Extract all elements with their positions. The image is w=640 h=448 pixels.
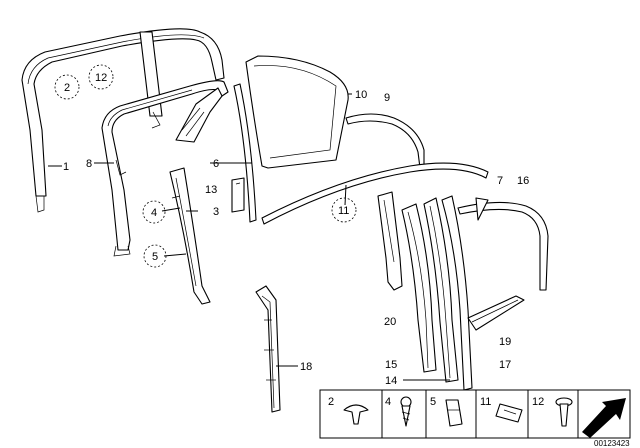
leader-lines <box>48 93 450 381</box>
legend-item-12: 12 <box>532 396 544 408</box>
legend-labels: 2 4 5 11 12 <box>328 396 544 408</box>
callout-6: 6 <box>213 158 219 170</box>
part-11-long-curved-strip <box>261 162 489 225</box>
callout-13: 13 <box>205 184 217 196</box>
callout-12: 12 <box>95 72 107 84</box>
legend-box <box>319 389 631 439</box>
callout-circles <box>54 64 357 268</box>
callout-11: 11 <box>338 205 349 217</box>
callout-4: 4 <box>151 207 157 219</box>
part-19-small-rail <box>467 295 525 331</box>
part-13-block <box>231 177 245 213</box>
retainer-clip-icon <box>495 403 523 423</box>
part-14-channel <box>423 197 459 383</box>
legend-item-11: 11 <box>480 396 491 408</box>
legend-item-5: 5 <box>430 396 436 408</box>
rivet-icon <box>555 397 573 427</box>
legend-item-4: 4 <box>385 396 391 408</box>
push-clip-icon <box>343 404 369 425</box>
callout-19: 19 <box>499 336 511 348</box>
callout-20: 20 <box>384 316 396 328</box>
screw-icon <box>400 396 412 427</box>
part-10-quarter-window <box>245 55 349 169</box>
document-id: 00123423 <box>594 439 630 448</box>
callout-18: 18 <box>300 361 312 373</box>
callout-3: 3 <box>213 206 219 218</box>
callout-7: 7 <box>497 175 503 187</box>
part-9-curved-seal <box>345 113 425 169</box>
part-3-guide-rail <box>169 167 211 305</box>
callouts: 1 2 12 8 10 9 6 13 4 3 5 11 7 16 20 19 1… <box>63 72 529 387</box>
callout-17: 17 <box>499 359 511 371</box>
callout-1: 1 <box>63 161 69 173</box>
direction-arrow-icon <box>582 398 626 438</box>
part-18-lower-rail <box>255 285 281 413</box>
part-16-curved-channel <box>457 197 549 291</box>
callout-8: 8 <box>86 158 92 170</box>
callout-15: 15 <box>385 359 397 371</box>
callout-9: 9 <box>384 92 390 104</box>
callout-14: 14 <box>385 375 397 387</box>
callout-10: 10 <box>355 89 367 101</box>
callout-5: 5 <box>152 251 158 263</box>
part-6-pillar-strip <box>233 83 257 223</box>
clip-bracket-icon <box>445 399 463 427</box>
part-15-channel <box>401 203 437 373</box>
part-17-outer-channel <box>441 195 473 391</box>
part-20-bracket <box>377 191 403 291</box>
legend-item-2: 2 <box>328 396 334 408</box>
callout-2: 2 <box>64 82 70 94</box>
window-trim-strip <box>175 87 223 143</box>
callout-16: 16 <box>517 175 529 187</box>
